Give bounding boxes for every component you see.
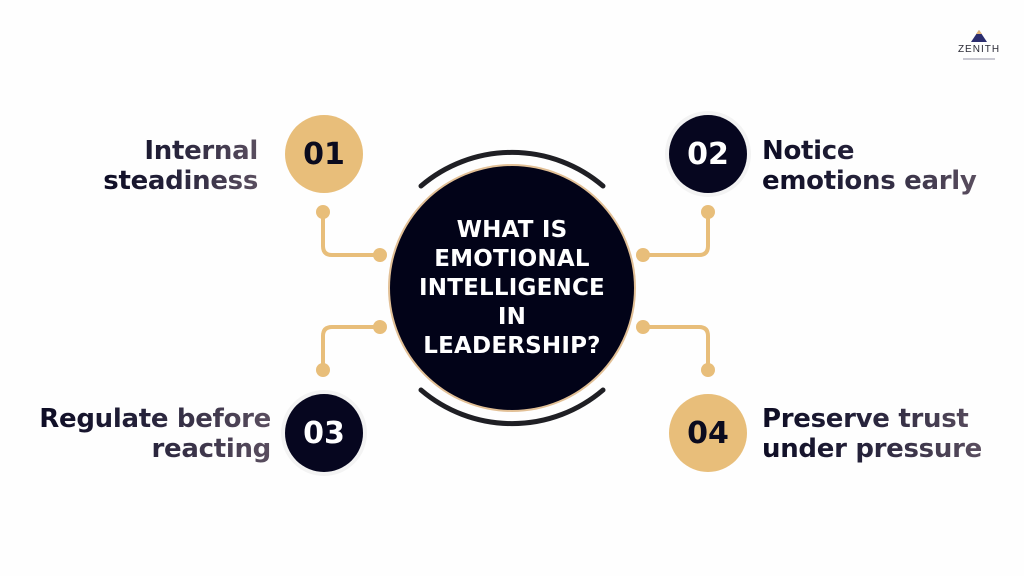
connector-02 [641, 210, 710, 257]
logo-wordmark: ZENITH [957, 44, 1001, 55]
item-01-label: Internal steadiness [103, 136, 258, 196]
connector-03 [321, 325, 382, 372]
bottom-arc [418, 387, 606, 427]
connector-dot [316, 363, 330, 377]
item-04-label: Preserve trust under pressure [762, 404, 982, 464]
connector-dot [701, 205, 715, 219]
mountain-peak-icon [971, 30, 987, 42]
peak-highlight-icon [976, 30, 982, 34]
connector-dot [373, 248, 387, 262]
item-02-line2: emotions early [762, 166, 977, 196]
connector-04 [641, 325, 710, 372]
zenith-logo: ZENITH [952, 30, 1006, 64]
item-03-line2: reacting [151, 434, 271, 464]
central-hub-circle: WHAT IS EMOTIONAL INTELLIGENCE IN LEADER… [390, 166, 634, 410]
item-03-line1: Regulate before [39, 404, 271, 434]
item-02-line1: Notice [762, 136, 855, 166]
top-arc [418, 149, 606, 189]
connector-dot [636, 248, 650, 262]
logo-tagline [963, 58, 995, 60]
connector-dot [316, 205, 330, 219]
hub-title: WHAT IS EMOTIONAL INTELLIGENCE IN LEADER… [419, 216, 605, 359]
item-01-line2: steadiness [103, 166, 258, 196]
badge-04: 04 [669, 394, 747, 472]
connector-dot [373, 320, 387, 334]
item-04-line2: under pressure [762, 434, 982, 464]
connector-dot [636, 320, 650, 334]
connector-dot [701, 363, 715, 377]
item-01-line1: Internal [144, 136, 258, 166]
item-03-label: Regulate before reacting [39, 404, 271, 464]
item-02-label: Notice emotions early [762, 136, 977, 196]
badge-01: 01 [285, 115, 363, 193]
item-04-line1: Preserve trust [762, 404, 969, 434]
connector-01 [321, 210, 382, 257]
badge-03: 03 [285, 394, 363, 472]
badge-02: 02 [669, 115, 747, 193]
